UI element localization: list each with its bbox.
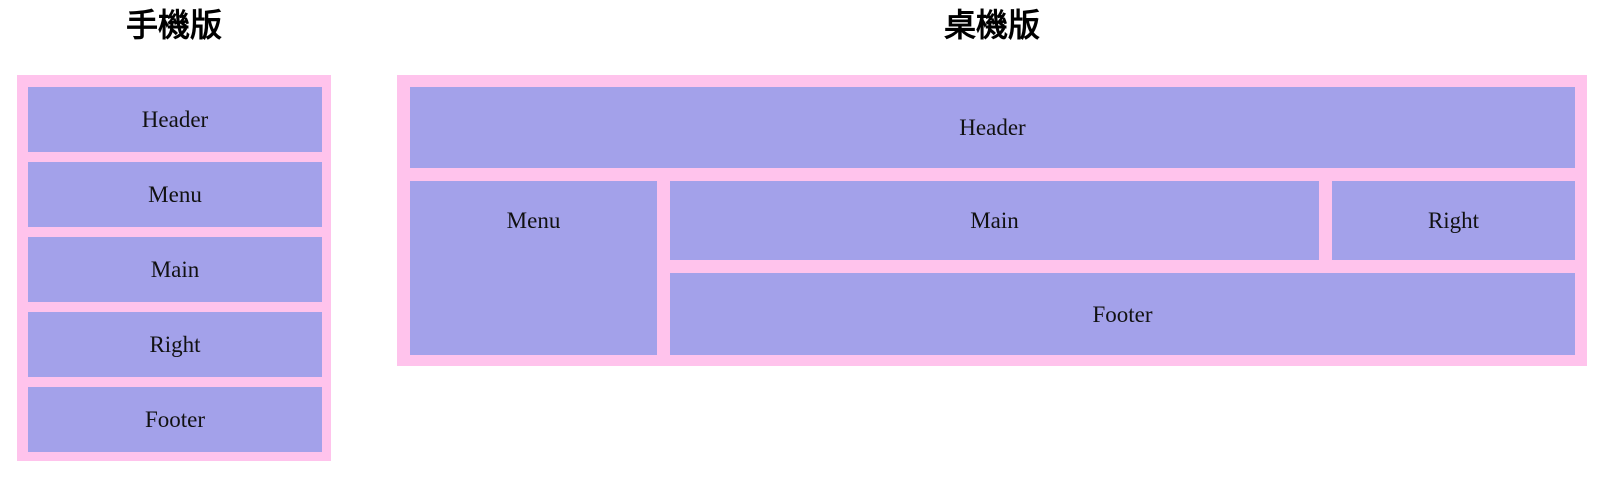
desktop-menu-box: Menu [410, 181, 657, 355]
mobile-panel: 手機版 Header Menu Main Right Footer [17, 0, 331, 461]
mobile-layout-container: Header Menu Main Right Footer [17, 75, 331, 461]
desktop-panel: 桌機版 Header Menu Main Right Footer [397, 0, 1587, 366]
mobile-right-box: Right [28, 312, 322, 377]
mobile-panel-title: 手機版 [125, 7, 222, 43]
desktop-right-box: Right [1332, 181, 1575, 260]
mobile-header-box: Header [28, 87, 322, 152]
desktop-main-box: Main [670, 181, 1319, 260]
mobile-main-box: Main [28, 237, 322, 302]
desktop-layout-container: Header Menu Main Right Footer [397, 75, 1587, 366]
desktop-header-box: Header [410, 87, 1575, 168]
mobile-menu-box: Menu [28, 162, 322, 227]
mobile-footer-box: Footer [28, 387, 322, 452]
desktop-footer-box: Footer [670, 273, 1575, 355]
desktop-panel-title: 桌機版 [943, 7, 1040, 43]
